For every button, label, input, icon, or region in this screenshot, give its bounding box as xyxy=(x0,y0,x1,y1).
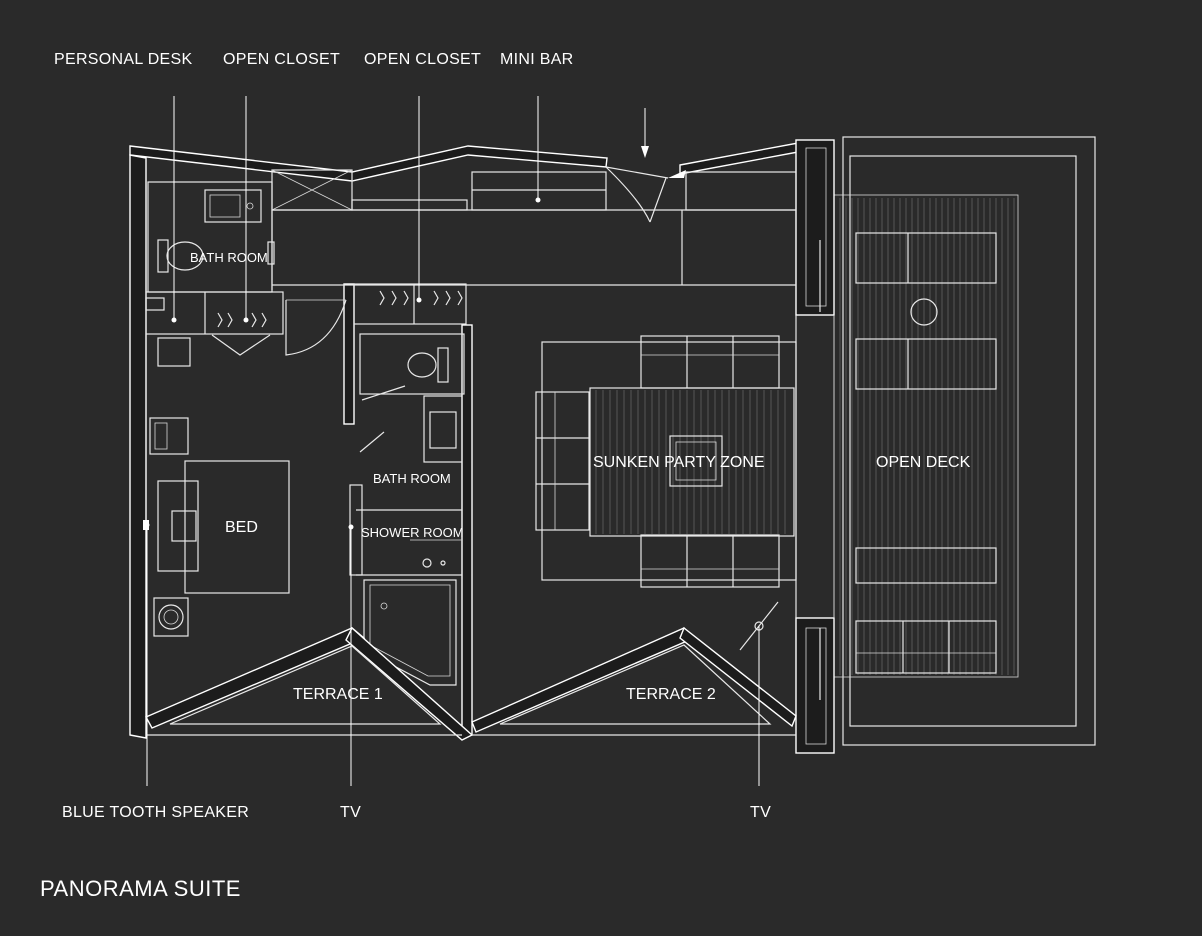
leader-lines xyxy=(144,96,760,786)
sunken-party-zone-area xyxy=(535,335,797,588)
open-deck-area xyxy=(833,136,1096,746)
label-bed: BED xyxy=(225,519,258,536)
callout-open-closet-2: OPEN CLOSET xyxy=(364,51,481,68)
terrace-2 xyxy=(471,626,797,736)
label-sunken-party-zone: SUNKEN PARTY ZONE xyxy=(593,454,765,471)
label-bath-room-1: BATH ROOM xyxy=(190,250,268,265)
callout-bluetooth-speaker: BLUE TOOTH SPEAKER xyxy=(62,804,249,821)
exterior-walls xyxy=(129,139,835,754)
page-title: PANORAMA SUITE xyxy=(40,876,241,901)
label-open-deck: OPEN DECK xyxy=(876,454,971,471)
label-shower-room: SHOWER ROOM xyxy=(361,525,464,540)
label-terrace-2: TERRACE 2 xyxy=(626,686,716,703)
desk-closet-row xyxy=(145,291,347,367)
callout-open-closet-1: OPEN CLOSET xyxy=(223,51,340,68)
bath-room-2 xyxy=(349,283,467,686)
bath-room-1 xyxy=(157,189,275,273)
label-bath-room-2: BATH ROOM xyxy=(373,471,451,486)
top-storage xyxy=(147,166,797,293)
callout-tv-1: TV xyxy=(340,804,361,821)
callout-personal-desk: PERSONAL DESK xyxy=(54,51,192,68)
terrace-1 xyxy=(145,626,474,741)
callout-tv-2: TV xyxy=(750,804,771,821)
entry-arrow-icon xyxy=(641,108,649,158)
callout-mini-bar: MINI BAR xyxy=(500,51,574,68)
bedroom xyxy=(149,417,290,637)
label-terrace-1: TERRACE 1 xyxy=(293,686,383,703)
